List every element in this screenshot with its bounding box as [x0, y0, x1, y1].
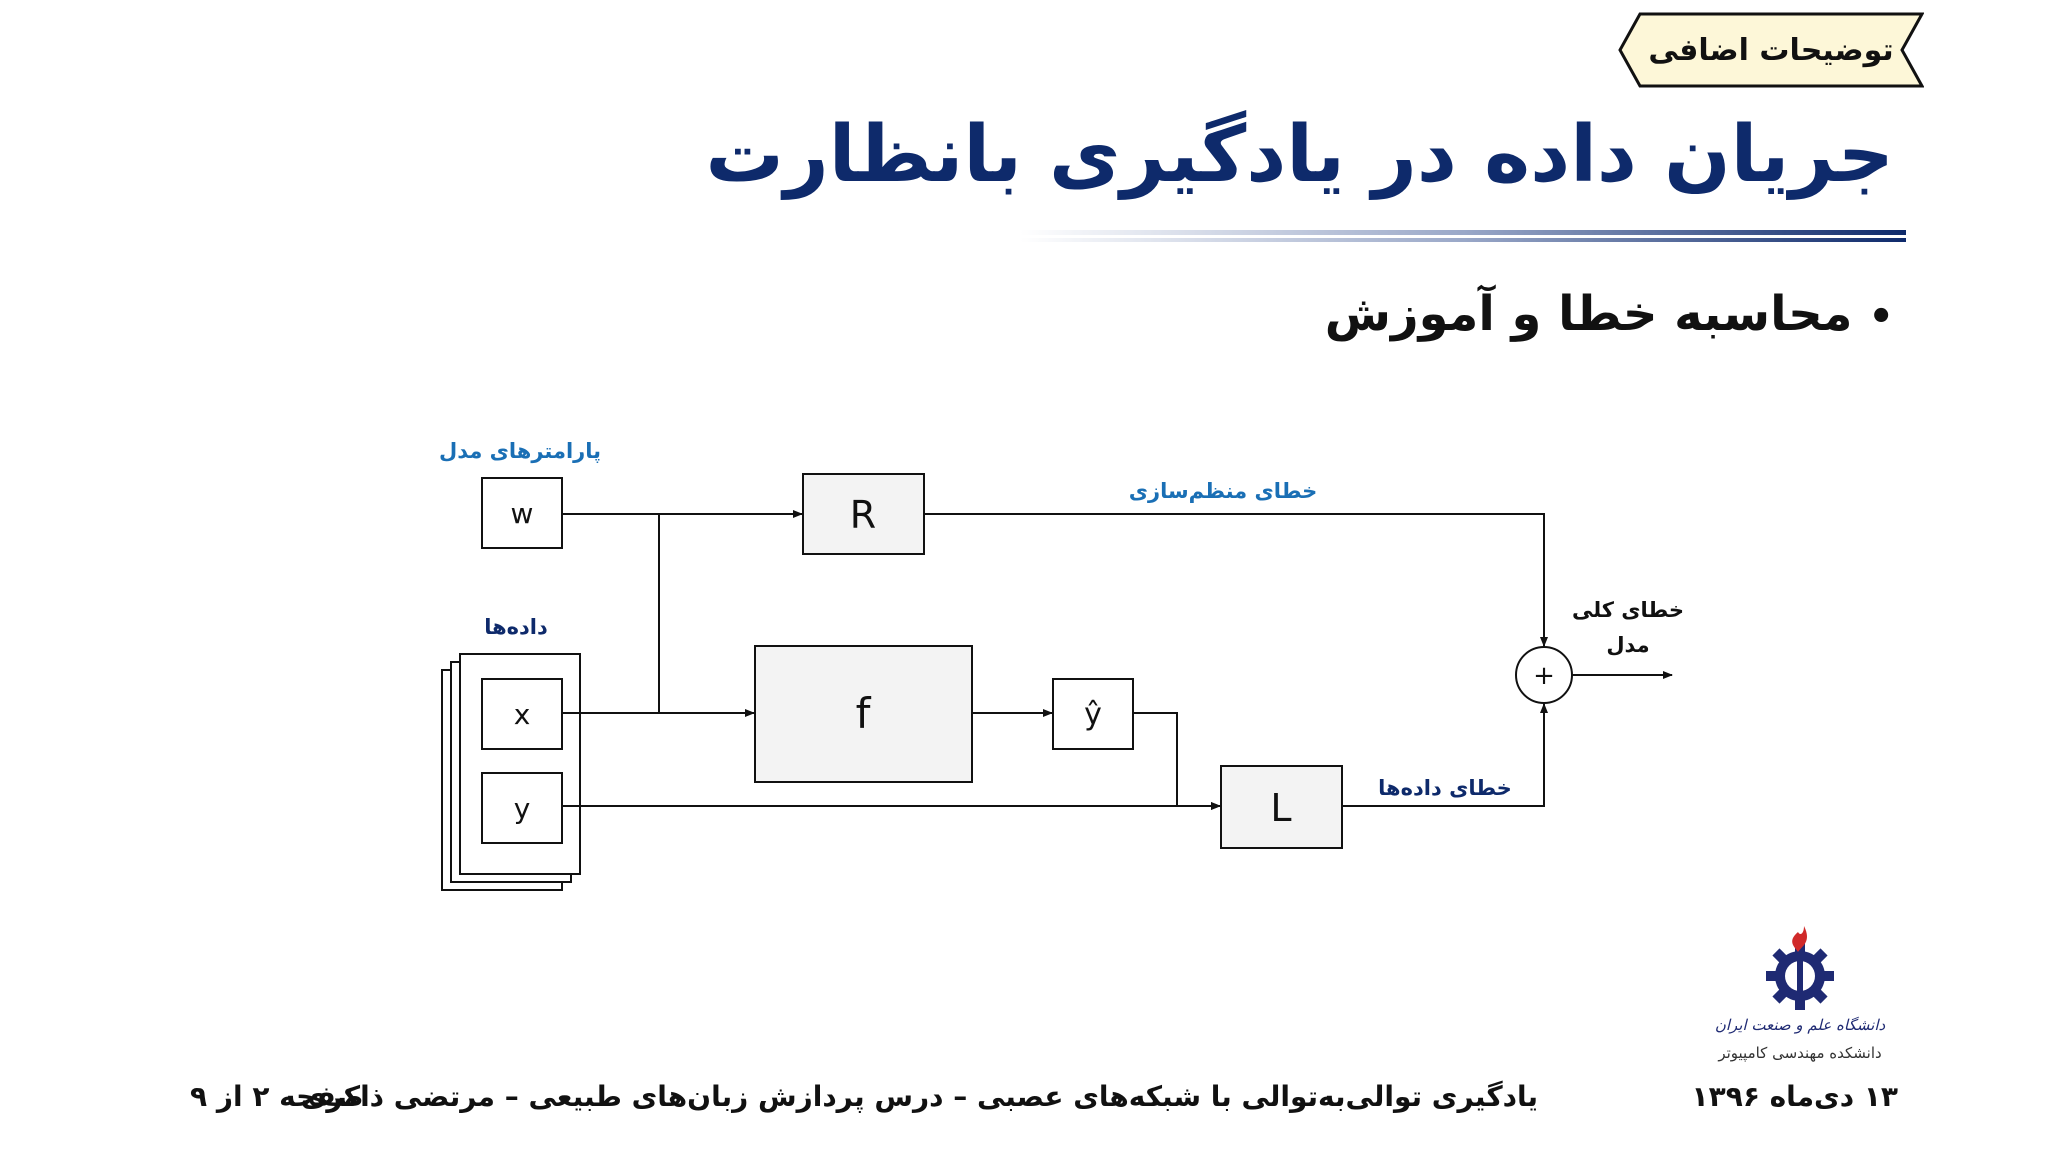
w-box: [481, 477, 563, 549]
model-params-label: پارامترهای مدل: [439, 439, 601, 463]
tag-label: توضیحات اضافی: [1648, 32, 1894, 68]
y-symbol: y: [514, 792, 531, 825]
footer-date: ۱۳ دی‌ماه ۱۳۹۶: [1691, 1080, 1898, 1113]
regularizer-to-sum-arrow: [924, 513, 1548, 647]
bullet-item: • محاسبه خطا و آموزش: [1325, 286, 1894, 342]
y-box: [481, 772, 563, 844]
bullet-dot: •: [1868, 294, 1894, 340]
data-error-label: خطای داده‌ها: [1378, 776, 1512, 800]
regularizer-symbol: R: [850, 493, 876, 537]
w-symbol: w: [511, 497, 534, 530]
loss-block: [1220, 765, 1343, 849]
loss-symbol: L: [1270, 786, 1291, 830]
prediction-to-loss-arrow: [1133, 712, 1221, 810]
slide-title: جریان داده در یادگیری بانظارت: [705, 110, 1894, 200]
tag-banner: [1618, 12, 1924, 88]
footer-course: یادگیری توالی‌به‌توالی با شبکه‌های عصبی …: [300, 1080, 1538, 1113]
bullet-text: محاسبه خطا و آموزش: [1324, 286, 1853, 342]
department-name: دانشکده مهندسی کامپیوتر: [1717, 1044, 1881, 1063]
data-label: داده‌ها: [484, 615, 548, 639]
loss-to-sum-arrow: [1342, 703, 1548, 807]
page-number: صفحه ۲ از ۹: [190, 1080, 364, 1113]
regularization-error-label: خطای منظم‌سازی: [1129, 479, 1317, 503]
model-function-symbol: f: [856, 689, 872, 738]
total-error-label-line1: خطای کلی: [1572, 598, 1684, 622]
title-underline: [1020, 230, 1906, 242]
prediction-symbol: ŷ: [1084, 697, 1102, 732]
supervised-learning-diagram: پارامترهای مدل داده‌ها خطای منظم‌سازی خط…: [439, 439, 1684, 891]
university-name: دانشگاه علم و صنعت ایران: [1715, 1016, 1886, 1034]
x-box: [481, 678, 563, 750]
regularizer-block: [802, 473, 925, 555]
x-symbol: x: [514, 698, 531, 731]
connector-lines: [562, 510, 1673, 810]
total-error-label-line2: مدل: [1606, 633, 1649, 657]
university-logo: دانشگاه علم و صنعت ایران دانشکده مهندسی …: [1715, 926, 1886, 1063]
sum-symbol: +: [1533, 661, 1555, 691]
